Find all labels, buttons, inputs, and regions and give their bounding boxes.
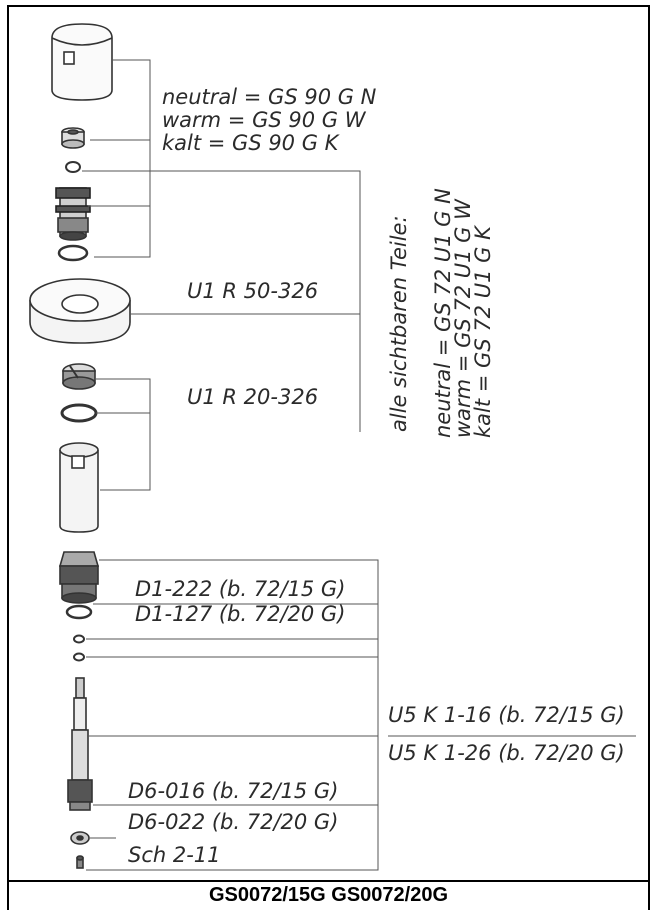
ring-part <box>60 403 98 423</box>
small-o-ring-part <box>65 161 81 173</box>
visible-parts-heading: alle sichtbaren Teile: <box>387 215 411 432</box>
o-ring-part <box>57 244 89 262</box>
drawing-frame <box>7 5 650 910</box>
d1-222-label: D1-222 (b. 72/15 G) <box>135 577 345 601</box>
visible-parts-warm-label: warm = GS 72 U1 G W <box>451 198 475 438</box>
drawing-title: GS0072/15G GS0072/20G <box>208 884 449 906</box>
top-nut-part <box>58 551 100 604</box>
o-ring-2-part <box>65 604 93 620</box>
rosette-part <box>29 278 131 344</box>
spindle-part <box>67 677 93 811</box>
footer-rule <box>7 880 650 882</box>
cap-neutral-label: neutral = GS 90 G N <box>162 85 377 109</box>
screw-part <box>76 855 84 869</box>
washer-part <box>70 831 90 845</box>
leader-lines <box>82 59 636 871</box>
d6-016-label: D6-016 (b. 72/15 G) <box>128 779 338 803</box>
tiny-ring-2-part <box>73 652 85 662</box>
screw-label: Sch 2-11 <box>128 843 221 867</box>
sleeve-label: U1 R 20-326 <box>187 385 318 409</box>
d1-127-label: D1-127 (b. 72/20 G) <box>135 602 345 626</box>
u5-26-label: U5 K 1-26 (b. 72/20 G) <box>388 741 625 765</box>
screw-cap-part <box>61 127 85 149</box>
sleeve-part <box>59 442 99 533</box>
handle-cap-part <box>51 23 113 101</box>
cartridge-insert-part <box>55 187 91 241</box>
tiny-ring-1-part <box>73 634 85 644</box>
d6-022-label: D6-022 (b. 72/20 G) <box>128 810 338 834</box>
visible-parts-neutral-label: neutral = GS 72 U1 G N <box>431 188 455 438</box>
rosette-label: U1 R 50-326 <box>187 279 318 303</box>
u5-16-label: U5 K 1-16 (b. 72/15 G) <box>388 703 625 727</box>
slotted-ring-part <box>62 363 96 390</box>
visible-parts-kalt-label: kalt = GS 72 U1 G K <box>471 224 495 438</box>
cap-kalt-label: kalt = GS 90 G K <box>162 131 341 155</box>
cap-warm-label: warm = GS 90 G W <box>162 108 367 132</box>
